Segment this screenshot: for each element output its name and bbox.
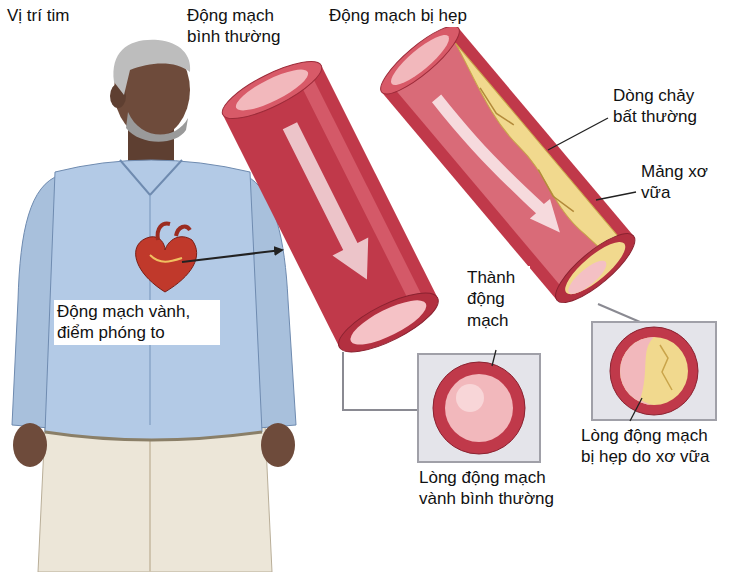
flow-arrow — [432, 84, 571, 242]
lumen-highlight — [456, 384, 484, 412]
inset-box — [592, 322, 716, 420]
flow-arrow — [272, 117, 385, 289]
artery-opening — [547, 224, 644, 313]
artery-end — [216, 51, 329, 129]
plaque-texture — [660, 345, 672, 390]
inset-link — [343, 352, 418, 410]
inset-box — [418, 354, 540, 462]
belt-line — [45, 432, 262, 440]
artery-opening — [331, 282, 445, 363]
heart — [136, 237, 197, 292]
callout-label: Thành động mạch — [464, 266, 530, 332]
artery-lumen — [385, 29, 454, 92]
artery-ring — [433, 362, 525, 454]
leader-line — [596, 192, 636, 200]
narrow-lumen — [564, 256, 611, 299]
narrow-lumen — [620, 337, 654, 405]
zoom-pointer — [182, 250, 282, 262]
right-hand — [261, 423, 295, 467]
leader-line — [548, 118, 608, 150]
plaque — [436, 43, 625, 260]
artery-lumen — [231, 62, 312, 117]
inset-link — [598, 304, 640, 322]
left-hand — [13, 423, 47, 467]
normal-artery — [216, 51, 446, 363]
callout-label: Dòng chảy bất thường — [610, 84, 724, 129]
beard — [126, 112, 188, 142]
normal-cross-section — [418, 354, 540, 462]
trousers — [38, 425, 272, 572]
artery-lumen — [445, 374, 513, 442]
callout-label: Lòng động mạch bị hẹp do xơ vữa — [578, 424, 724, 469]
leader-line — [492, 350, 496, 366]
coronary-artery — [150, 255, 182, 262]
callout-label: Động mạch bị hẹp — [326, 4, 572, 27]
leader-line — [630, 398, 642, 421]
plaque-section — [558, 234, 632, 301]
callout-label: Mảng xơ vữa — [638, 160, 724, 205]
collar — [120, 160, 182, 195]
hair — [113, 40, 190, 95]
artery-ring — [610, 327, 698, 415]
shirt — [45, 160, 262, 440]
plaque-section — [620, 337, 688, 405]
trouser-seam — [149, 430, 151, 572]
callout-label: Lòng động mạch vành bình thường — [416, 466, 582, 511]
callout-label: Động mạch bình thường — [184, 4, 308, 49]
artery-end — [373, 17, 468, 103]
narrowed-cross-section — [592, 322, 716, 420]
callout-label: Động mạch vành, điểm phóng to — [54, 300, 220, 345]
callout-label: Vị trí tim — [4, 4, 110, 27]
heart-vessels — [158, 224, 190, 240]
artery-lumen — [345, 292, 432, 353]
